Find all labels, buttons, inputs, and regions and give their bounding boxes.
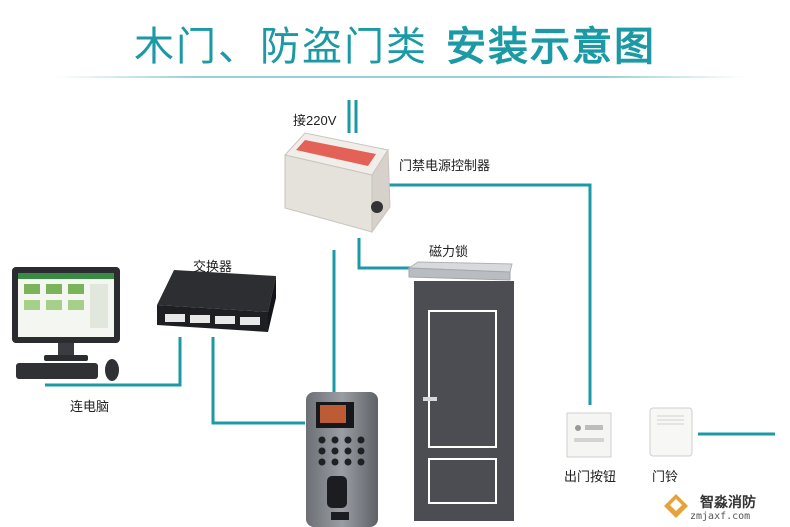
- doorbell-device: [649, 407, 693, 457]
- switch-device: [157, 270, 276, 332]
- flame-logo-icon: [664, 494, 688, 518]
- wire-switch-to-reader: [211, 337, 305, 425]
- computer-device: [12, 267, 120, 381]
- watermark-url: zmjaxf.com: [690, 511, 751, 522]
- connection-wires: [45, 100, 775, 436]
- title-divider: [55, 76, 745, 78]
- exit-button-device: [566, 412, 612, 458]
- wire-controller-to-lock: [357, 238, 418, 270]
- label-power-controller: 门禁电源控制器: [399, 158, 491, 173]
- label-doorbell: 门铃: [652, 469, 679, 484]
- page-title: 木门、防盗门类安装示意图: [0, 14, 790, 72]
- wire-controller-to-exit-button: [388, 183, 592, 405]
- power-controller-device: [284, 132, 391, 234]
- label-exit-button: 出门按钮: [564, 469, 617, 484]
- label-switch: 交换器: [193, 259, 233, 274]
- magnetic-lock-device: [407, 261, 513, 281]
- title-part1: 木门、防盗门类: [134, 25, 428, 69]
- title-part2: 安装示意图: [446, 25, 656, 69]
- wire-computer-to-switch: [45, 337, 182, 387]
- watermark-name: 智淼消防: [700, 494, 756, 510]
- label-power-input: 接220V: [293, 113, 337, 128]
- label-computer: 连电脑: [70, 399, 110, 414]
- label-magnetic-lock: 磁力锁: [429, 244, 469, 259]
- access-reader-device: [306, 392, 378, 527]
- door-device: [414, 281, 514, 521]
